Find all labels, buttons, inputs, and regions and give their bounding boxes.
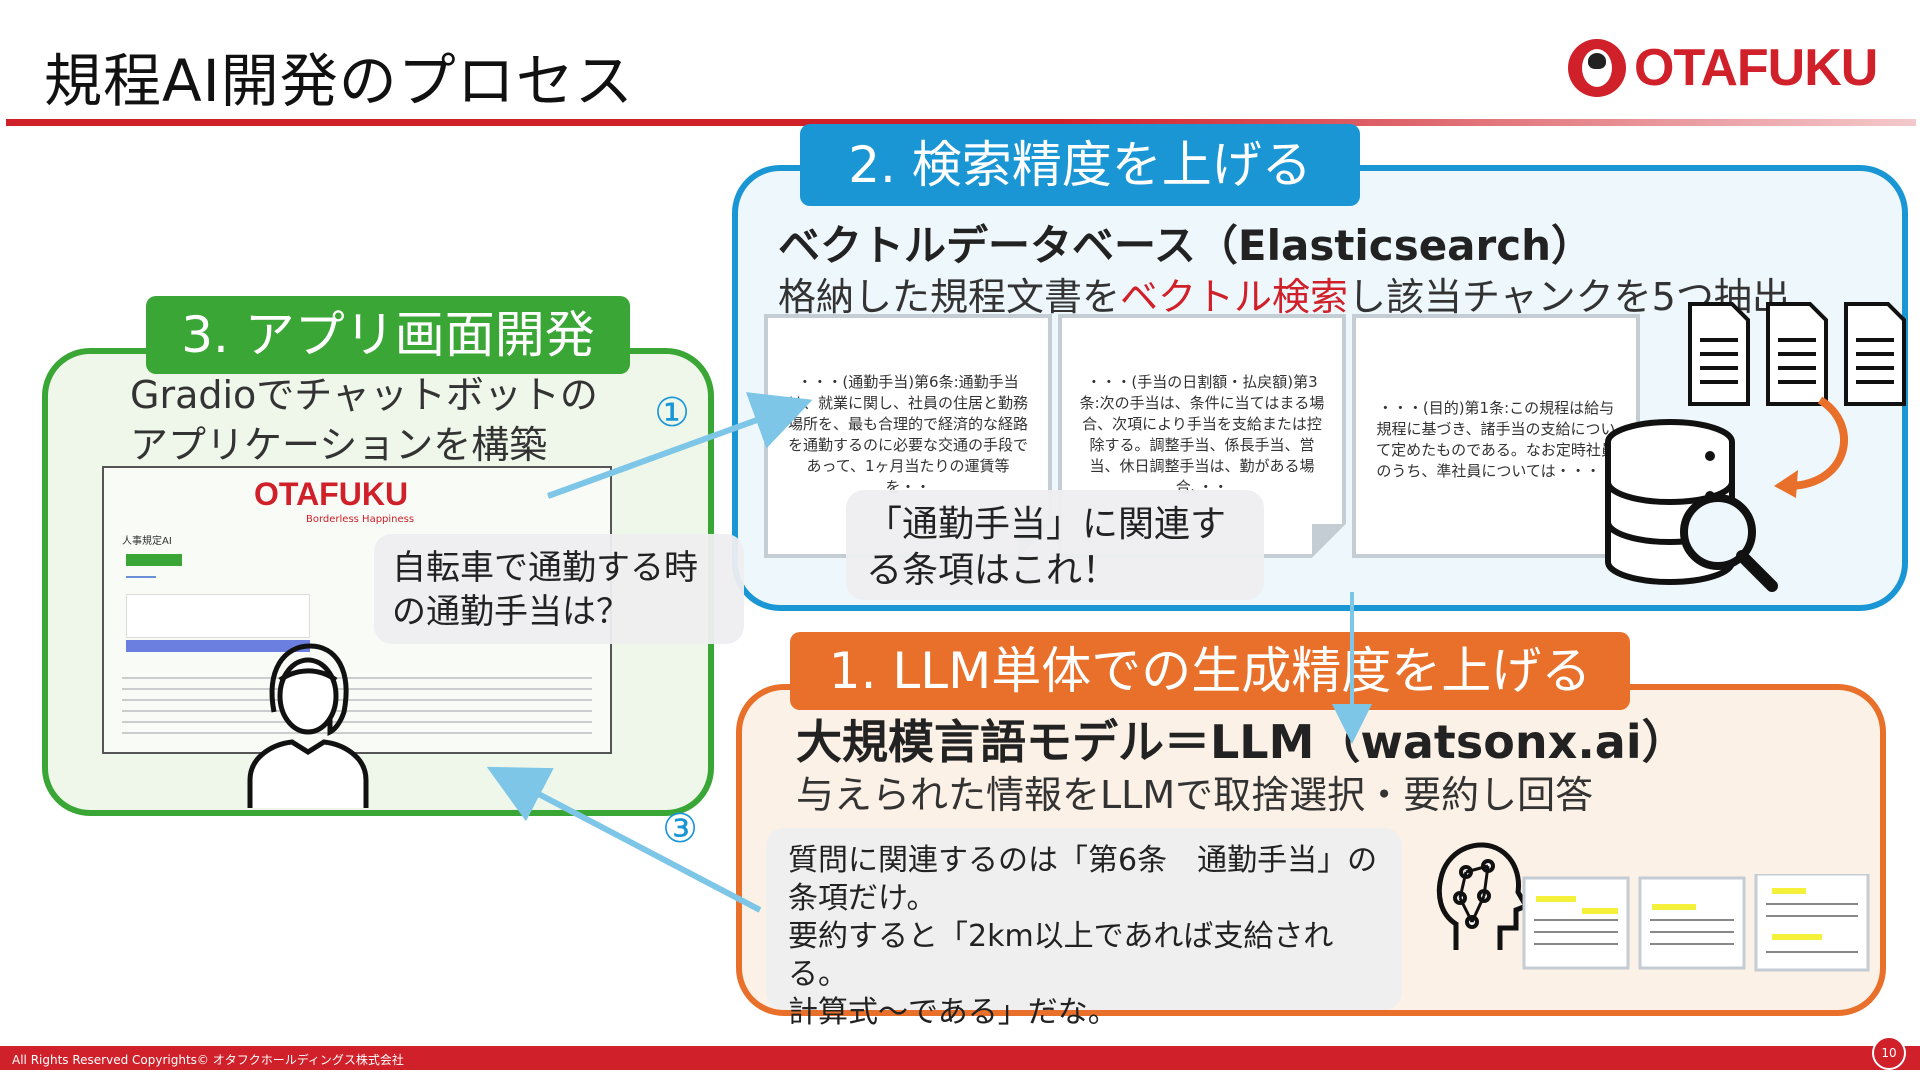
screen-green-button	[126, 554, 182, 566]
title-divider	[6, 119, 1916, 126]
screen-submit-button	[126, 640, 310, 652]
screen-tab-underline	[126, 576, 156, 578]
search-sub-text: 格納した規程文書を	[778, 275, 1121, 319]
user-question-bubble: 自転車で通勤する時の通勤手当は？	[374, 534, 744, 644]
search-sub-accent: ベクトル検索	[1120, 275, 1349, 319]
llm-subheading: 与えられた情報をLLMで取捨選択・要約し回答	[796, 773, 1594, 817]
llm-bubble-line: 要約すると「2km以上であれば支給される。	[788, 919, 1334, 992]
page-number: 10	[1872, 1036, 1906, 1070]
answer-bubble: 「通勤手当」に関連する条項はこれ！	[846, 490, 1264, 600]
llm-summary-bubble: 質問に関連するのは「第6条 通勤手当」の 条項だけ。 要約すると「2km以上であ…	[766, 828, 1402, 1030]
llm-bubble-line: 計算式～である」だな。	[788, 995, 1118, 1030]
footer-copyright: All Rights Reserved Copyrights© オタフクホールデ…	[12, 1053, 404, 1067]
screen-tagline: Borderless Happiness	[306, 514, 415, 525]
step-1-marker: ①	[654, 390, 690, 436]
llm-bubble-line: 条項だけ。	[788, 881, 937, 916]
screen-answer-text	[122, 668, 592, 748]
summarized-documents-icon	[1522, 874, 1870, 972]
footer-bar	[0, 1046, 1920, 1070]
company-logo: OTAFUKU	[1568, 36, 1878, 100]
llm-panel-tab: 1. LLM単体での生成精度を上げる	[790, 632, 1630, 710]
llm-heading: 大規模言語モデル＝LLM（watsonx.ai）	[796, 715, 1688, 769]
llm-bubble-line: 質問に関連するのは「第6条 通勤手当」の	[788, 843, 1378, 878]
ai-head-icon	[1436, 842, 1526, 950]
search-panel-tab: 2. 検索精度を上げる	[800, 124, 1360, 206]
app-heading-line: アプリケーションを構築	[130, 423, 548, 467]
screen-app-label: 人事規定AI	[122, 536, 172, 547]
curved-arrow-icon	[1774, 396, 1848, 498]
user-person-icon	[247, 643, 369, 808]
database-search-icon	[1605, 419, 1778, 592]
screen-logo: OTAFUKU	[254, 476, 409, 512]
chatbot-app-screenshot: OTAFUKU Borderless Happiness 人事規定AI	[102, 466, 612, 754]
logo-wordmark: OTAFUKU	[1634, 39, 1878, 97]
app-panel-tab: 3. アプリ画面開発	[146, 296, 630, 374]
step-3-marker: ③	[662, 806, 698, 852]
documents-icon	[1688, 302, 1906, 406]
slide-title: 規程AI開発のプロセス	[44, 47, 634, 115]
document-chunk-3: ・・・(目的)第1条:この規程は給与規程に基づき、諸手当の支給について定めたもの…	[1352, 314, 1640, 558]
search-heading: ベクトルデータベース（Elasticsearch）	[778, 221, 1594, 270]
search-subheading: 格納した規程文書をベクトル検索し該当チャンクを5つ抽出	[778, 266, 1790, 321]
app-heading-line: Gradioでチャットボットの	[130, 373, 598, 417]
screen-question-input	[126, 594, 310, 638]
otafuku-mascot-icon	[1568, 39, 1626, 97]
app-heading: Gradioでチャットボットの アプリケーションを構築	[130, 370, 598, 470]
